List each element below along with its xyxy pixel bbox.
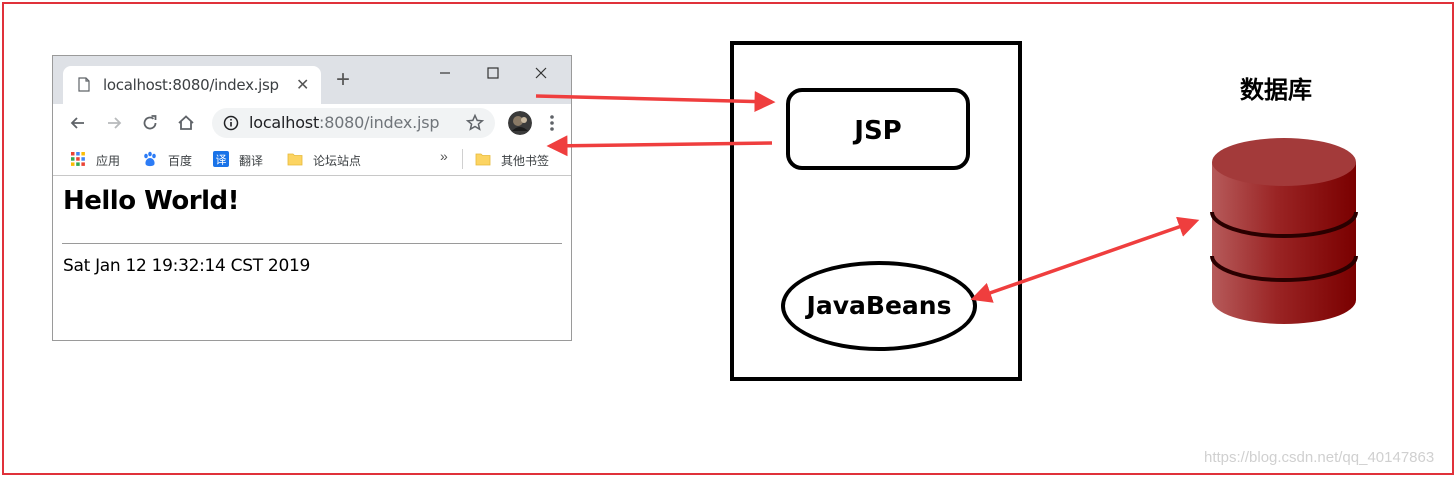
date-text: Sat Jan 12 19:32:14 CST 2019 xyxy=(63,256,310,276)
browser-window: localhost:8080/index.jsp ✕ + xyxy=(52,55,572,341)
bookmarks-divider xyxy=(462,149,463,169)
home-icon[interactable] xyxy=(176,113,196,133)
close-tab-icon[interactable]: ✕ xyxy=(296,77,310,94)
reload-icon[interactable] xyxy=(140,113,160,133)
svg-text:译: 译 xyxy=(216,154,227,167)
apps-grid-icon xyxy=(71,152,85,166)
server-container xyxy=(730,41,1022,381)
forward-arrow-icon[interactable] xyxy=(104,113,124,133)
new-tab-icon[interactable]: + xyxy=(336,66,351,93)
browser-titlebar: localhost:8080/index.jsp ✕ + xyxy=(53,56,571,104)
more-menu-icon[interactable] xyxy=(549,113,555,133)
bookmark-star-icon[interactable] xyxy=(465,113,485,133)
jsp-label: JSP xyxy=(854,116,902,146)
profile-avatar[interactable] xyxy=(508,111,532,135)
tab-title: localhost:8080/index.jsp xyxy=(103,76,279,94)
database-cylinder-icon xyxy=(1210,138,1358,324)
url-text: localhost:8080/index.jsp xyxy=(249,113,440,132)
watermark: https://blog.csdn.net/qq_40147863 xyxy=(1204,449,1435,466)
browser-tab[interactable]: localhost:8080/index.jsp ✕ xyxy=(63,66,321,104)
translate-icon: 译 xyxy=(213,151,229,167)
baidu-paw-icon xyxy=(144,151,156,167)
info-icon[interactable] xyxy=(223,115,239,131)
page-content: Hello World! Sat Jan 12 19:32:14 CST 201… xyxy=(53,176,571,340)
address-bar[interactable]: localhost:8080/index.jsp xyxy=(212,108,495,138)
jsp-node: JSP xyxy=(786,88,970,170)
bookmark-label: 论坛站点 xyxy=(313,154,362,168)
bookmark-label: 百度 xyxy=(168,154,193,168)
minimize-icon[interactable] xyxy=(425,60,465,88)
bookmarks-overflow-icon[interactable]: » xyxy=(440,148,448,164)
maximize-icon[interactable] xyxy=(473,60,513,88)
folder-icon xyxy=(475,153,491,166)
database-title: 数据库 xyxy=(1240,76,1312,104)
bookmarks-bar: 应用 百度 译 翻译 论坛站点 » xyxy=(53,142,571,176)
javabeans-node: JavaBeans xyxy=(781,261,977,351)
page-heading: Hello World! xyxy=(63,186,239,216)
bookmark-label: 翻译 xyxy=(239,154,264,168)
bookmark-label: 其他书签 xyxy=(501,154,550,168)
javabeans-label: JavaBeans xyxy=(806,291,952,320)
bookmark-label: 应用 xyxy=(96,154,121,168)
back-arrow-icon[interactable] xyxy=(68,113,88,133)
page-icon xyxy=(78,77,90,92)
browser-toolbar: localhost:8080/index.jsp xyxy=(53,104,571,142)
horizontal-rule xyxy=(62,243,562,244)
window-close-icon[interactable] xyxy=(521,60,561,88)
folder-icon xyxy=(287,153,303,166)
